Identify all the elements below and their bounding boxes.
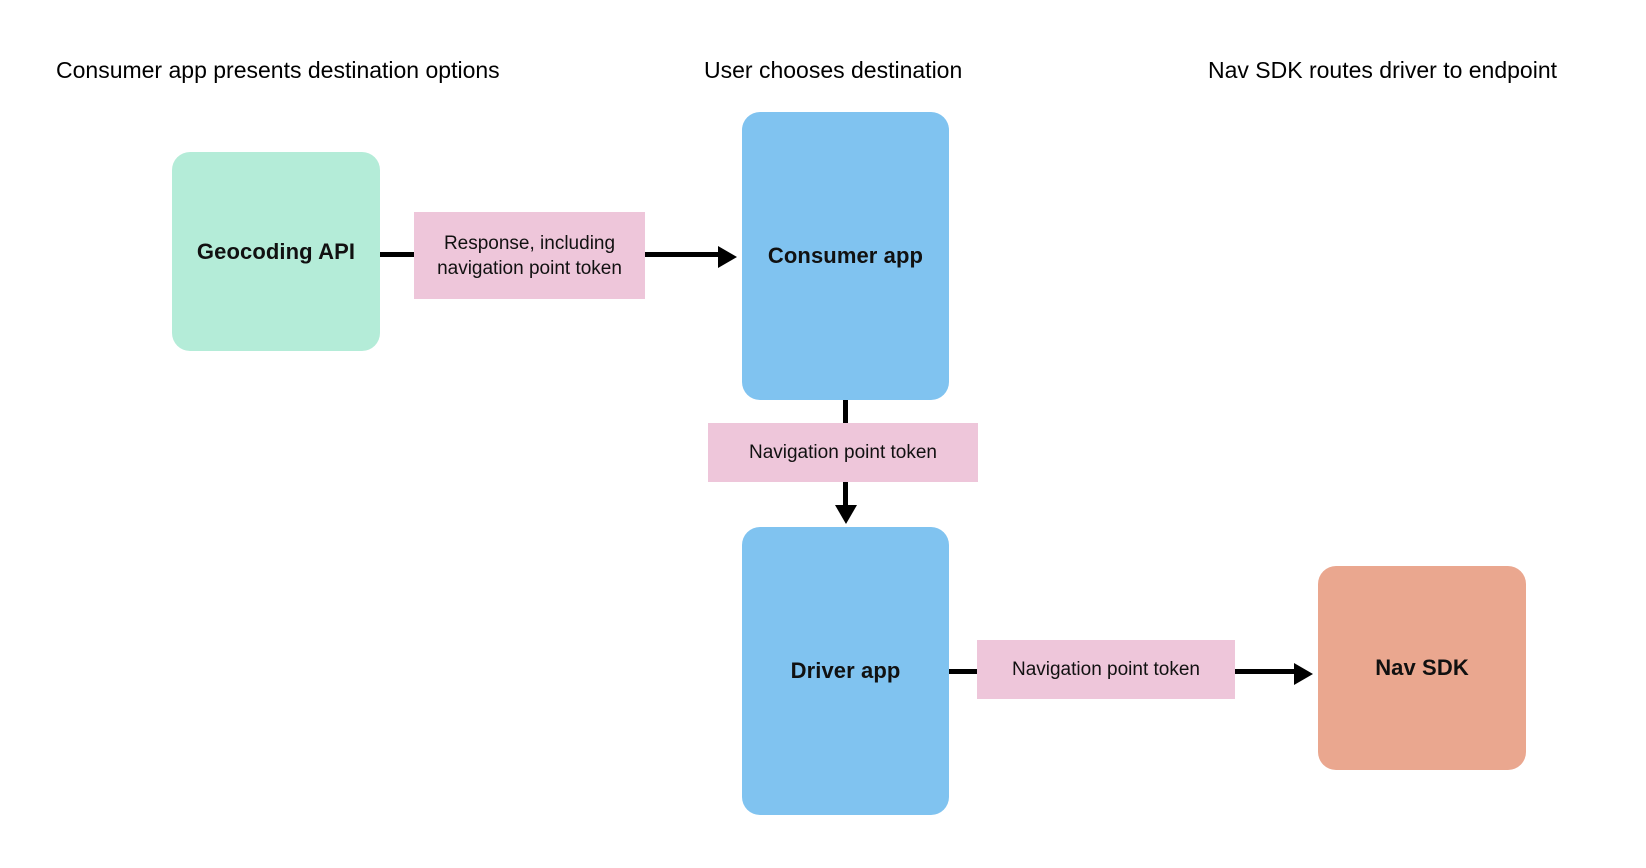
column-header-consumer-app-presents: Consumer app presents destination option… [56, 57, 500, 83]
arrowhead-geocoding-to-consumer-icon [718, 246, 737, 268]
edge-label-response-including-navigation-point-token: Response, including navigation point tok… [414, 212, 645, 299]
edge-label-navigation-point-token-driver-to-navsdk: Navigation point token [977, 640, 1235, 699]
node-nav-sdk-label: Nav SDK [1375, 655, 1469, 680]
edge-label-navigation-point-token-consumer-to-driver: Navigation point token [708, 423, 978, 482]
arrowhead-consumer-to-driver-icon [835, 505, 857, 524]
node-consumer-app[interactable]: Consumer app [742, 112, 949, 400]
node-driver-app-label: Driver app [790, 658, 901, 683]
arrowhead-driver-to-navsdk-icon [1294, 663, 1313, 685]
node-consumer-app-label: Consumer app [767, 243, 924, 268]
node-geocoding-api[interactable]: Geocoding API [172, 152, 380, 351]
node-nav-sdk[interactable]: Nav SDK [1318, 566, 1526, 770]
column-header-user-chooses-destination: User chooses destination [704, 57, 963, 83]
node-geocoding-api-label: Geocoding API [196, 238, 356, 264]
column-header-nav-sdk-routes-driver: Nav SDK routes driver to endpoint [1208, 57, 1558, 83]
node-driver-app[interactable]: Driver app [742, 527, 949, 815]
